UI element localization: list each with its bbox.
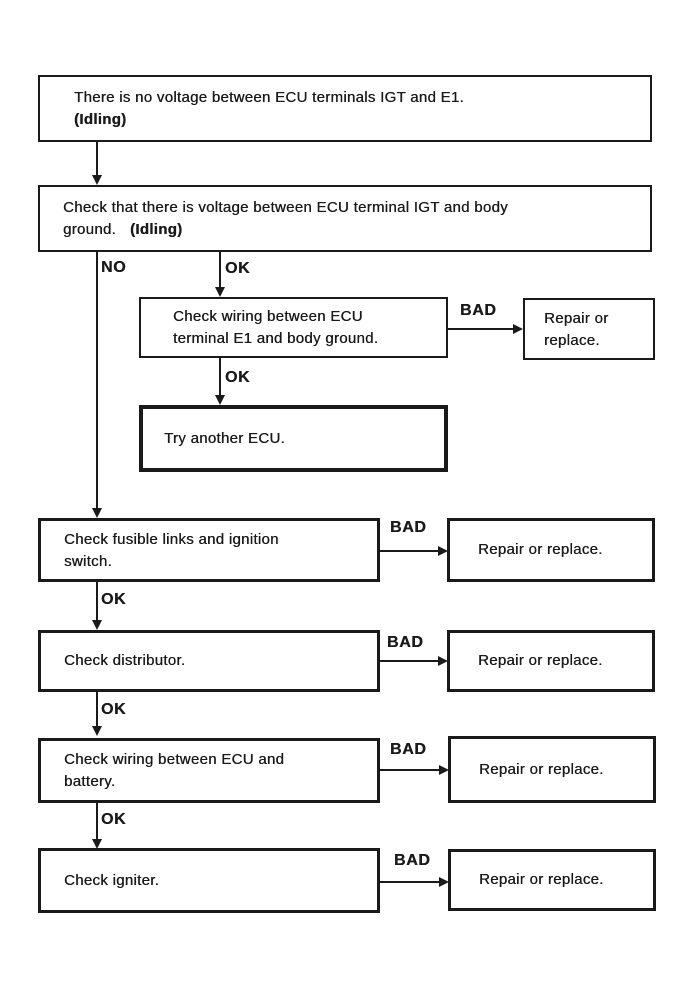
- connector-ok-2: [219, 358, 221, 396]
- connector-bad-4: [380, 769, 440, 771]
- box-text-fragment: ground.: [63, 221, 116, 238]
- connector-ok-3: [96, 582, 98, 621]
- idling-note: (Idling): [129, 221, 183, 238]
- branch-label-bad-1: BAD: [460, 302, 497, 319]
- box-text-line: There is no voltage between ECU terminal…: [74, 89, 464, 106]
- flow-box-check-wiring-battery: Check wiring between ECU and battery.: [38, 738, 380, 803]
- arrowhead-down: [92, 508, 102, 518]
- arrowhead-right: [438, 546, 448, 556]
- box-text-line: Try another ECU.: [164, 429, 285, 447]
- flow-box-repair-1: Repair or replace.: [523, 298, 655, 360]
- connector-no-spine: [96, 252, 98, 509]
- connector-bad-2: [380, 550, 439, 552]
- branch-label-ok-1: OK: [225, 260, 251, 277]
- box-text-line: switch.: [64, 553, 112, 570]
- connector-bad-1: [448, 328, 514, 330]
- box-text-line: Check distributor.: [64, 652, 186, 669]
- connector-bad-3: [380, 660, 439, 662]
- arrowhead-right: [513, 324, 523, 334]
- branch-label-bad-5: BAD: [394, 852, 431, 869]
- flow-box-check-wiring-e1: Check wiring between ECU terminal E1 and…: [139, 297, 448, 358]
- branch-label-bad-4: BAD: [390, 741, 427, 758]
- arrowhead-down: [92, 620, 102, 630]
- branch-label-no: NO: [101, 259, 127, 276]
- branch-label-bad-3: BAD: [387, 634, 424, 651]
- box-text-line: Repair or replace.: [479, 760, 604, 778]
- box-text-line: Repair or replace.: [478, 652, 603, 669]
- box-text-line: ground. (Idling): [63, 219, 632, 241]
- arrowhead-down: [215, 395, 225, 405]
- arrowhead-down: [92, 726, 102, 736]
- box-text-line: terminal E1 and body ground.: [173, 330, 379, 347]
- box-text-line: Check fusible links and ignition: [64, 531, 279, 548]
- branch-label-ok-5: OK: [101, 811, 127, 828]
- connector-problem-to-check: [96, 142, 98, 176]
- flow-box-problem-statement: There is no voltage between ECU terminal…: [38, 75, 652, 142]
- arrowhead-right: [439, 877, 449, 887]
- arrowhead-right: [438, 656, 448, 666]
- arrowhead-down: [92, 839, 102, 849]
- arrowhead-down: [92, 175, 102, 185]
- flow-box-repair-5: Repair or replace.: [448, 849, 656, 911]
- flow-box-try-another-ecu: Try another ECU.: [139, 405, 448, 472]
- arrowhead-right: [439, 765, 449, 775]
- flow-box-check-fusible-links: Check fusible links and ignition switch.: [38, 518, 380, 582]
- box-text-line: Check wiring between ECU: [173, 308, 363, 325]
- connector-ok-1: [219, 252, 221, 288]
- box-text-line: Check igniter.: [64, 871, 160, 889]
- flow-box-check-igt-voltage: Check that there is voltage between ECU …: [38, 185, 652, 252]
- box-text-line: battery.: [64, 773, 116, 790]
- connector-ok-4: [96, 692, 98, 727]
- box-text-line: replace.: [544, 332, 600, 349]
- arrowhead-down: [215, 287, 225, 297]
- branch-label-ok-3: OK: [101, 591, 127, 608]
- flow-box-check-distributor: Check distributor.: [38, 630, 380, 692]
- box-text-line: Repair or: [544, 310, 609, 327]
- flow-box-check-igniter: Check igniter.: [38, 848, 380, 913]
- connector-bad-5: [380, 881, 440, 883]
- box-text-line: Repair or replace.: [478, 541, 603, 558]
- flow-box-repair-4: Repair or replace.: [448, 736, 656, 803]
- branch-label-bad-2: BAD: [390, 519, 427, 536]
- box-text-line: (Idling): [74, 111, 127, 128]
- branch-label-ok-2: OK: [225, 369, 251, 386]
- box-text-line: Repair or replace.: [479, 871, 604, 888]
- flow-box-repair-3: Repair or replace.: [447, 630, 655, 692]
- connector-ok-5: [96, 803, 98, 840]
- flow-box-repair-2: Repair or replace.: [447, 518, 655, 582]
- box-text-line: Check wiring between ECU and: [64, 751, 285, 768]
- box-text-line: Check that there is voltage between ECU …: [63, 199, 508, 216]
- branch-label-ok-4: OK: [101, 701, 127, 718]
